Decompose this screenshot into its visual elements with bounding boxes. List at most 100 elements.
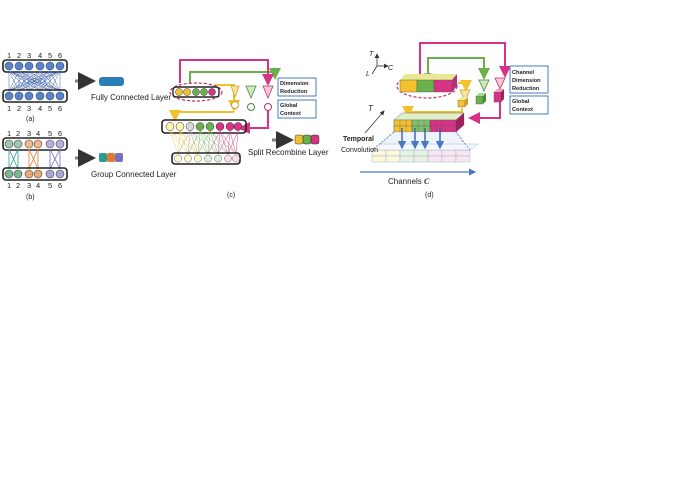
conv-cell [427,155,443,163]
node-number: 3 [27,129,31,138]
node [192,88,200,96]
node [185,122,195,131]
panel-d-triangle-yellow [459,89,471,101]
node-number: 2 [16,181,20,190]
node [205,122,215,131]
node [33,139,43,149]
node [55,169,65,179]
panel-b-gc-symbol [99,153,123,162]
panel-c-gate-magenta [264,103,272,111]
panel-d-box1-line2: Dimension [512,78,541,84]
node [4,139,14,149]
panel-d-channel-dimension-reduction-box [509,65,549,94]
panel-d-cube-yellow [457,97,468,108]
panel-b-caption: (b) [26,194,35,201]
node [195,122,205,131]
panel-c-reduced-nodes [175,88,216,96]
node-number: 6 [58,129,62,138]
tensor-cell [393,119,413,127]
panel-d: T L C [341,42,549,199]
panel-b-bottom-layer-box [2,167,68,181]
node-number: 5 [48,104,52,113]
node-number: 4 [36,129,40,138]
panel-c-box2-line2: Context [280,111,301,117]
panel-a-bottom-nodes [4,91,65,101]
panel-d-temporal-bold: Temporal [343,136,374,143]
node [14,91,24,101]
panel-d-box2-line1: Global [512,99,530,105]
node [165,122,175,131]
connection-line [187,130,201,155]
connection-line [8,70,61,92]
node [175,88,183,96]
conv-edge-line [455,131,471,151]
node-number: 1 [7,129,11,138]
node-number: 3 [27,181,31,190]
connection-line [219,130,237,155]
panel-c-magenta-return [238,104,269,134]
node [33,169,43,179]
connection-line [197,130,211,155]
node [232,154,240,163]
tensor-cell [429,125,457,133]
conv-cell [413,149,429,157]
connection-line [217,130,231,155]
panel-b-bottom-nodes [4,169,65,179]
node [24,61,34,71]
conv-cell [455,149,471,157]
node [184,154,192,163]
node [200,88,208,96]
node-number: 6 [58,181,62,190]
panel-d-triangle-magenta [494,77,506,90]
conv-cell [455,155,471,163]
node-number: 4 [38,104,42,113]
node-number: 5 [48,181,52,190]
node [204,154,212,163]
tensor-cell [429,119,457,127]
panel-c-box2-line1: Global [280,103,298,109]
panel-c-reduced-box [172,86,220,98]
panel-b-top-layer-box [2,137,68,151]
node-number: 1 [7,181,11,190]
node [55,91,65,101]
panel-d-yellow-branch [458,80,472,92]
node [13,169,23,179]
connection-line [235,130,239,155]
connection-line [197,130,201,155]
node [35,61,45,71]
panel-d-box1-line1: Channel [512,70,535,76]
connection-line [28,70,61,92]
node [24,139,34,149]
panel-c-green-loop [189,68,281,83]
panel-a-caption: (a) [26,116,35,123]
node [45,139,55,149]
node [214,154,222,163]
panel-d-axis-l-arrow [371,65,378,75]
panel-c-triangle-green [245,85,257,100]
panel-c-gate-green [247,103,255,111]
panel-a-top-layer-box [2,59,68,73]
node [233,122,243,131]
node-number: 1 [7,51,11,60]
panel-d-feature-tensor [393,112,465,133]
panel-c-dashed-ellipse [169,82,223,102]
panel-d-box2-line2: Context [512,107,533,113]
connection-line [227,130,231,155]
node [225,122,235,131]
panel-d-triangle-green [478,79,490,92]
node-number: 6 [58,104,62,113]
panel-a-fc-symbol [99,77,124,86]
node-number: 2 [16,129,20,138]
node-number: 5 [48,51,52,60]
conv-cell [399,149,415,157]
panel-d-axis-t: T [369,51,374,58]
node [224,154,232,163]
panel-d-magenta-loop [419,42,511,78]
conv-cell [441,149,457,157]
connection-line [177,130,191,155]
connection-line [8,148,19,170]
